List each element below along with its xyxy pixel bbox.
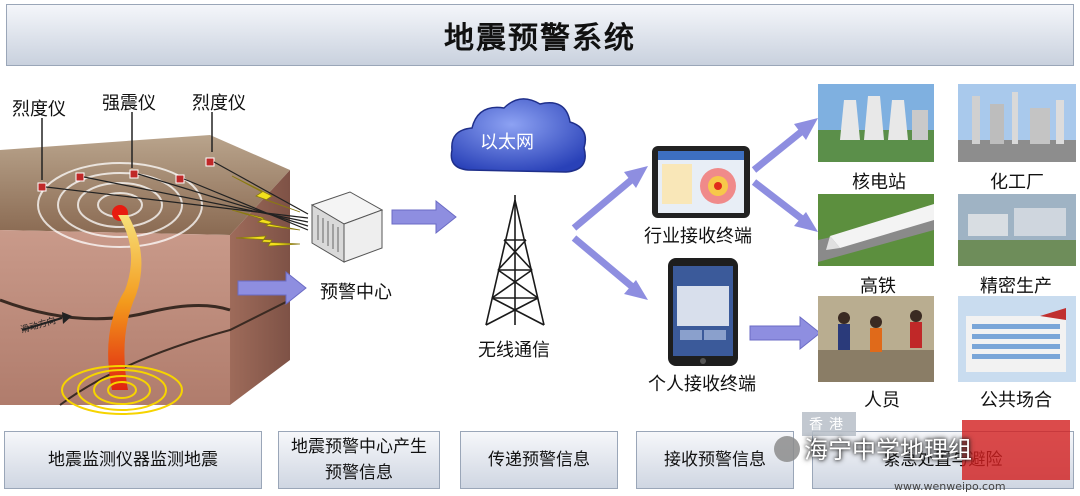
step-generate: 地震预警中心产生 预警信息 <box>278 431 440 489</box>
label-people: 人员 <box>864 390 900 411</box>
label-nuclear: 核电站 <box>852 172 906 193</box>
photo-public <box>958 296 1076 382</box>
ethernet-cloud <box>450 98 587 173</box>
earthquake-block <box>0 112 291 415</box>
personal-terminal-phone <box>668 258 738 366</box>
watermark-brand: 香港 <box>802 412 856 436</box>
rupture-plume <box>108 215 142 390</box>
diagonal-arrowheads <box>624 118 818 300</box>
wechat-icon <box>774 436 800 462</box>
arrow-to-center <box>237 270 307 306</box>
label-chemical: 化工厂 <box>990 172 1044 193</box>
photo-precision <box>958 194 1076 266</box>
watermark: 香港 海宁中学地理组 www.wenweipo.com <box>774 410 1074 496</box>
arrow-to-network <box>391 199 457 235</box>
flow-arrows <box>237 199 821 351</box>
diagonal-arrows <box>571 125 809 293</box>
label-precision: 精密生产 <box>980 276 1052 297</box>
label-public: 公共场合 <box>980 390 1052 411</box>
label-intensity-meter-left: 烈度仪 <box>12 99 66 120</box>
signal-bolts <box>231 175 301 247</box>
label-wireless: 无线通信 <box>478 340 550 361</box>
label-industry-terminal: 行业接收终端 <box>644 226 752 247</box>
photo-people <box>818 296 934 382</box>
label-intensity-meter-right: 烈度仪 <box>192 93 246 114</box>
step-receive: 接收预警信息 <box>636 431 794 489</box>
title-bar: 地震预警系统 <box>6 4 1074 66</box>
radio-tower <box>485 195 545 326</box>
step-transmit: 传递预警信息 <box>460 431 618 489</box>
photo-railway <box>818 194 934 266</box>
photo-chemical <box>958 84 1076 162</box>
label-warning-center: 预警中心 <box>320 282 392 303</box>
fault-line <box>0 298 231 321</box>
label-personal-terminal: 个人接收终端 <box>648 374 756 395</box>
step-monitor: 地震监测仪器监测地震 <box>4 431 262 489</box>
watermark-account: 海宁中学地理组 <box>804 436 972 464</box>
watermark-url: www.wenweipo.com <box>894 480 1006 493</box>
label-railway: 高铁 <box>860 276 896 297</box>
warning-center-server <box>310 191 384 263</box>
label-ethernet: 以太网 <box>480 132 534 153</box>
photo-nuclear <box>818 84 934 162</box>
watermark-logo <box>962 420 1070 480</box>
sensor-links <box>45 161 309 231</box>
fault-direction-arrow <box>21 317 63 331</box>
label-strong-motion-meter: 强震仪 <box>102 93 156 114</box>
hypocenter-waves <box>61 365 183 415</box>
diagram-title: 地震预警系统 <box>444 21 636 56</box>
industry-terminal-tablet <box>652 146 750 218</box>
fault-crack <box>59 299 291 406</box>
arrow-to-people <box>749 315 821 351</box>
terrain-top <box>0 135 290 235</box>
